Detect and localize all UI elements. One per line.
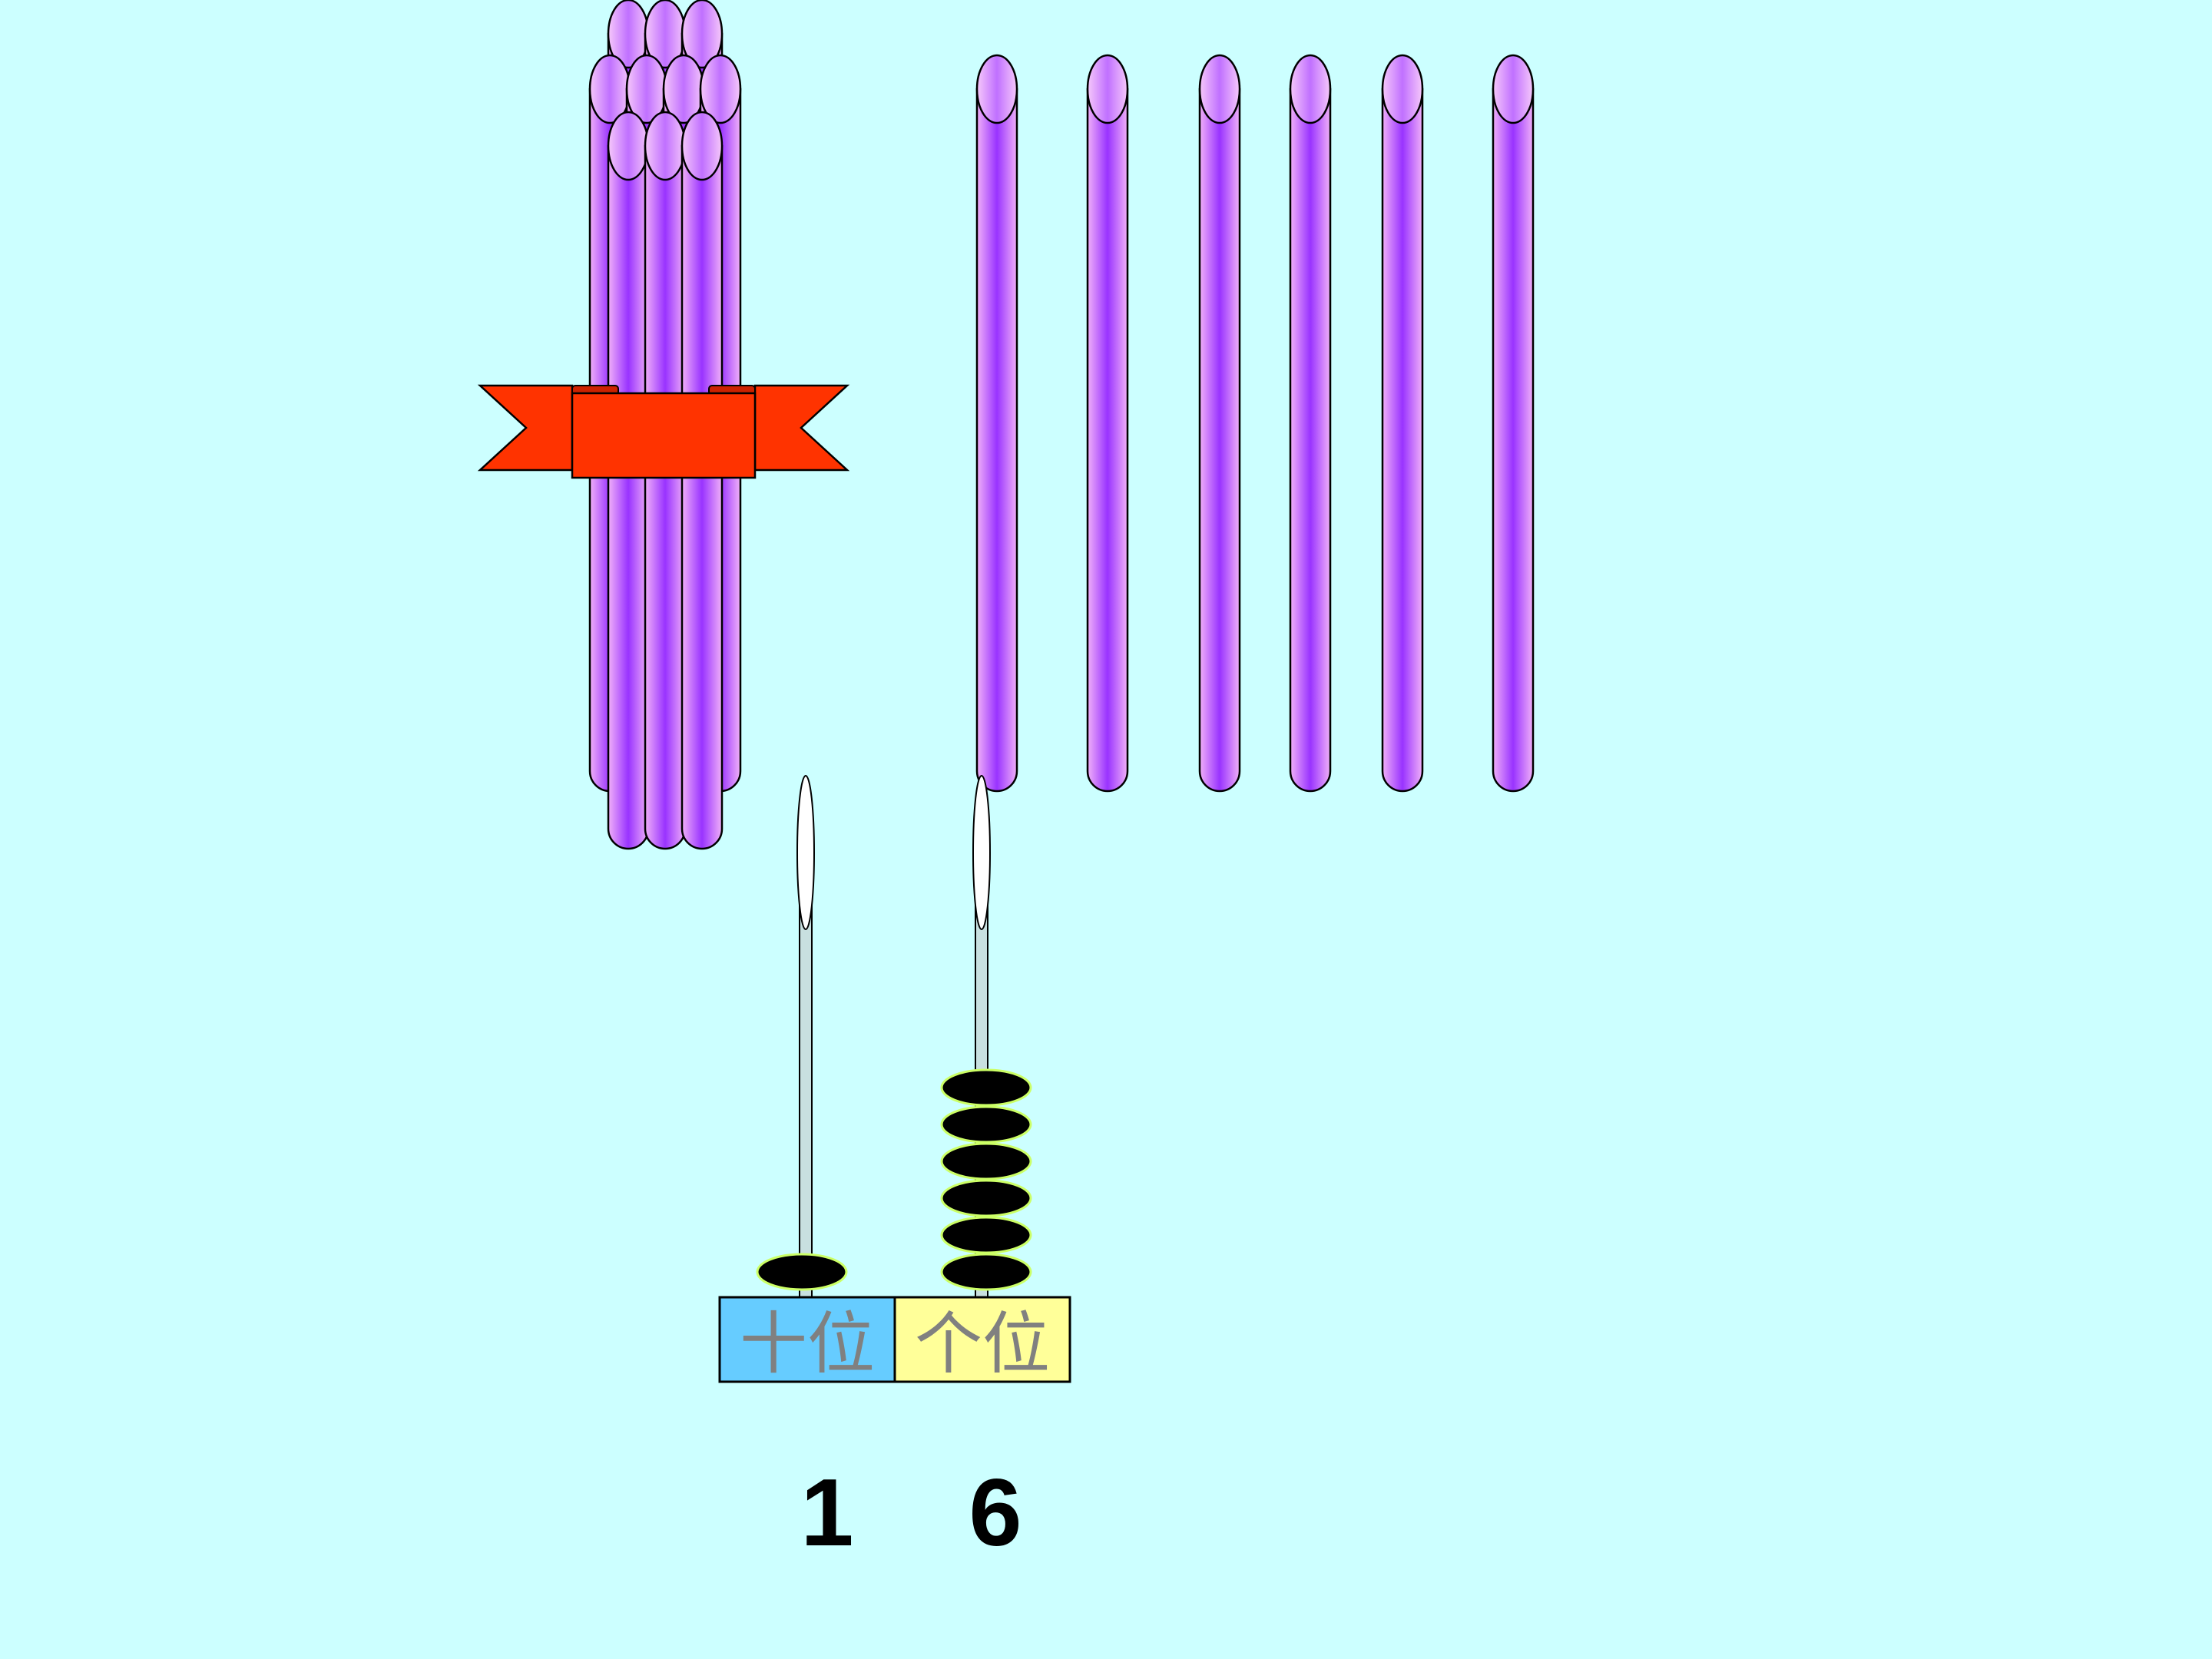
ones-bead xyxy=(940,1179,1032,1217)
ones-bead xyxy=(940,1216,1032,1254)
bundle-stick xyxy=(607,111,650,850)
loose-stick xyxy=(975,54,1018,793)
loose-sticks xyxy=(975,54,1535,793)
bundle-stick xyxy=(680,111,724,850)
tens-place-box xyxy=(718,1296,896,1383)
ribbon-left-tail xyxy=(477,384,574,472)
tens-digit: 1 xyxy=(800,1460,854,1566)
tens-bead xyxy=(756,1253,848,1291)
red-ribbon xyxy=(477,384,850,479)
loose-stick xyxy=(1289,54,1332,793)
ones-bead xyxy=(940,1068,1032,1107)
loose-stick xyxy=(1381,54,1424,793)
ribbon-band xyxy=(571,392,757,479)
ones-place-label: 个位 xyxy=(915,1304,1050,1383)
loose-stick xyxy=(1086,54,1129,793)
ones-bead xyxy=(940,1142,1032,1181)
tens-rod xyxy=(796,775,815,1299)
bundle-stick xyxy=(644,111,687,850)
ones-beads xyxy=(940,1068,1032,1291)
loose-stick xyxy=(1492,54,1535,793)
ribbon-right-tail xyxy=(753,384,850,472)
ones-digit: 6 xyxy=(969,1460,1022,1566)
tens-place-label: 十位 xyxy=(740,1304,875,1383)
abacus: 十位 个位 xyxy=(718,775,1071,1383)
loose-stick xyxy=(1198,54,1241,793)
ones-bead xyxy=(940,1253,1032,1291)
ones-bead xyxy=(940,1105,1032,1144)
tens-beads xyxy=(756,1253,848,1291)
ones-place-box xyxy=(893,1296,1071,1383)
